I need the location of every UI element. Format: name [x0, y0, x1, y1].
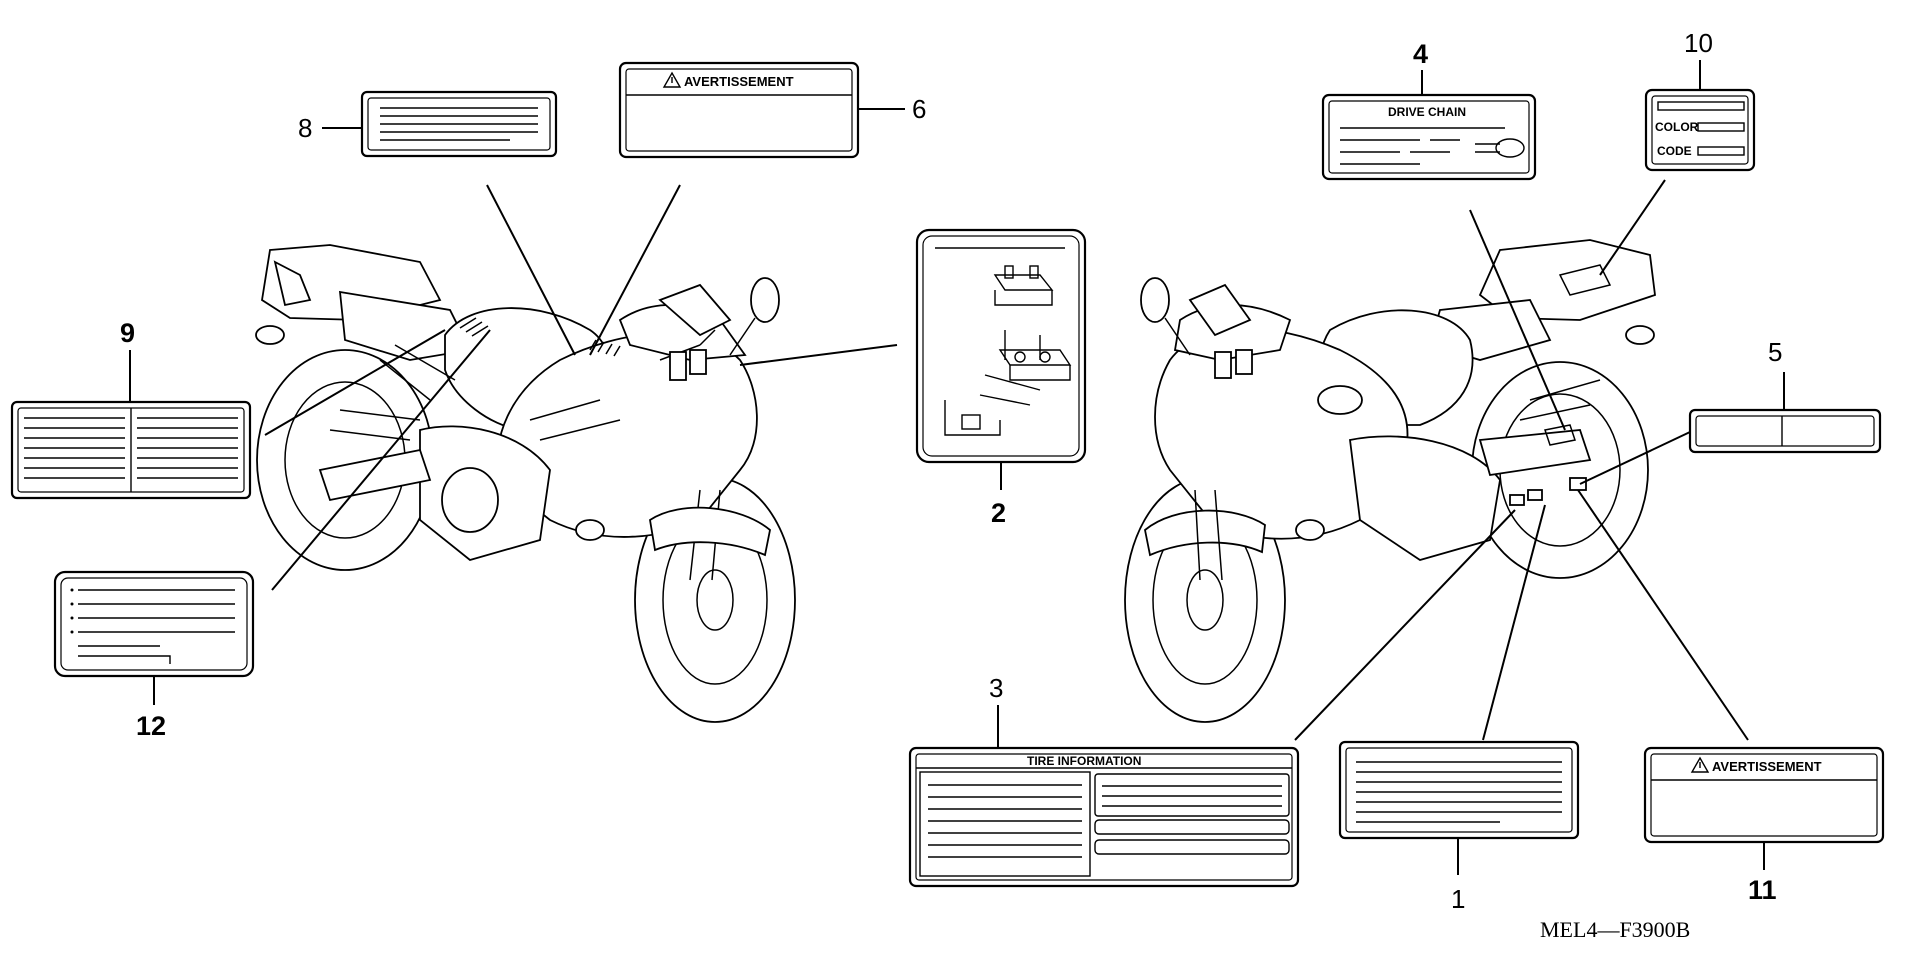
tire-information-title: TIRE INFORMATION	[1027, 754, 1141, 768]
warning-triangle-icon	[662, 71, 682, 88]
code-label: CODE	[1657, 144, 1692, 158]
color-label: COLOR	[1655, 120, 1699, 134]
callout-3: 3	[989, 673, 1003, 703]
callout-8: 8	[298, 113, 312, 143]
drive-chain-title: DRIVE CHAIN	[1388, 105, 1466, 119]
label-11: AVERTISSEMENT 11	[1643, 746, 1885, 905]
label-2: 2	[915, 228, 1087, 528]
callout-1: 1	[1451, 884, 1465, 914]
warning-text-6: AVERTISSEMENT	[684, 74, 794, 89]
callout-10: 10	[1684, 28, 1713, 58]
label-3: 3 TIRE INFORMATION	[908, 673, 1300, 888]
callout-5: 5	[1768, 337, 1782, 367]
warning-triangle-icon	[1690, 756, 1710, 773]
leader-lines	[264, 179, 1749, 741]
label-6: AVERTISSEMENT 6	[618, 61, 926, 159]
callout-12: 12	[136, 711, 166, 741]
label-8: 8	[298, 90, 558, 158]
callout-9: 9	[120, 318, 135, 348]
left-motorcycle	[255, 244, 796, 723]
label-10: 10 COLOR CODE	[1644, 28, 1756, 172]
callout-4: 4	[1413, 39, 1428, 69]
diagram-code: MEL4—F3900B	[1540, 917, 1690, 942]
label-12: 12	[53, 570, 255, 741]
callout-11: 11	[1748, 875, 1777, 905]
label-1: 1	[1338, 740, 1580, 914]
label-4: 4 DRIVE CHAIN	[1321, 39, 1537, 181]
callout-6: 6	[912, 94, 926, 124]
warning-text-11: AVERTISSEMENT	[1712, 759, 1822, 774]
callout-2: 2	[991, 498, 1006, 528]
label-9: 9	[10, 318, 252, 500]
label-5: 5	[1688, 337, 1882, 454]
right-motorcycle	[1124, 239, 1656, 723]
